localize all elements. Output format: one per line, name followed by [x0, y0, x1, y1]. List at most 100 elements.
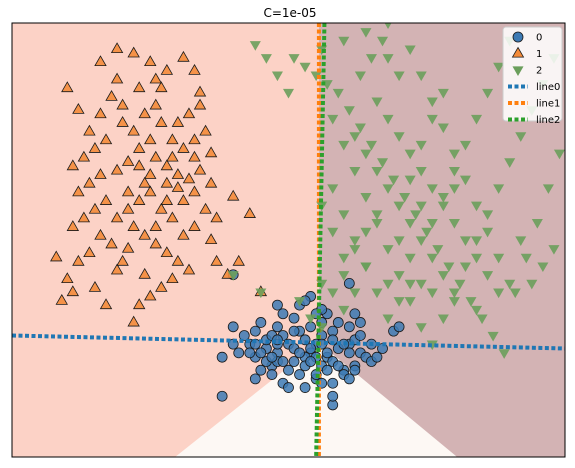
point-series-2	[437, 271, 449, 281]
point-series-2	[260, 54, 272, 64]
point-series-1	[83, 246, 96, 258]
point-series-2	[548, 245, 560, 255]
point-series-1	[166, 133, 179, 145]
point-series-1	[160, 159, 174, 171]
point-series-1	[121, 185, 135, 197]
point-series-0	[244, 347, 256, 359]
legend-marker-2	[512, 66, 524, 76]
point-series-1	[127, 315, 140, 327]
point-series-2	[371, 210, 383, 220]
point-series-1	[199, 202, 212, 214]
point-series-1	[88, 202, 102, 214]
point-series-0	[255, 364, 267, 376]
point-series-2	[349, 245, 361, 255]
point-series-2	[448, 149, 460, 160]
point-series-2	[459, 140, 471, 151]
point-series-2	[437, 314, 449, 325]
point-series-0	[343, 277, 355, 289]
point-series-2	[271, 71, 283, 82]
point-series-1	[188, 220, 201, 231]
point-series-1	[160, 246, 174, 258]
point-series-1	[210, 254, 223, 266]
point-series-2	[432, 245, 444, 255]
point-series-0	[249, 373, 261, 385]
point-series-2	[531, 219, 543, 229]
point-series-2	[471, 253, 483, 264]
point-series-0	[354, 330, 366, 341]
point-series-2	[327, 114, 339, 125]
point-series-0	[288, 312, 300, 324]
point-series-1	[188, 185, 201, 197]
point-series-2	[404, 279, 416, 290]
point-series-2	[487, 331, 499, 342]
point-series-1	[94, 107, 107, 119]
point-series-2	[371, 288, 383, 299]
point-series-1	[160, 63, 174, 75]
point-series-2	[509, 288, 521, 299]
point-series-2	[404, 149, 416, 160]
point-series-1	[144, 55, 157, 67]
point-series-2	[376, 36, 389, 47]
point-series-0	[343, 347, 355, 359]
point-series-2	[360, 227, 372, 238]
point-series-1	[132, 194, 146, 205]
point-series-2	[498, 349, 510, 359]
point-series-1	[177, 142, 190, 153]
point-series-2	[404, 45, 416, 56]
point-series-1	[232, 254, 245, 266]
point-series-1	[110, 72, 124, 84]
point-series-2	[382, 184, 394, 194]
point-series-2	[410, 210, 422, 220]
point-series-1	[204, 233, 218, 244]
point-series-0	[294, 369, 305, 380]
point-series-2	[327, 184, 339, 194]
point-series-1	[144, 168, 157, 179]
point-series-2	[437, 88, 449, 99]
legend-marker-1	[511, 46, 525, 58]
point-series-1	[204, 176, 218, 188]
point-series-2	[448, 166, 460, 177]
point-series-1	[127, 124, 140, 136]
point-series-2	[365, 140, 377, 151]
point-series-0	[255, 317, 267, 328]
point-series-1	[204, 146, 218, 158]
point-series-2	[382, 54, 394, 64]
point-series-1	[72, 254, 85, 266]
legend-label-1: 1	[536, 49, 542, 60]
point-series-2	[415, 71, 427, 82]
point-series-2	[349, 236, 361, 246]
point-series-2	[471, 236, 483, 246]
point-series-1	[177, 228, 190, 240]
boundary-line0	[12, 333, 565, 351]
point-series-0	[294, 347, 305, 359]
region-class-0	[175, 342, 458, 457]
point-series-1	[138, 176, 151, 188]
point-series-2	[448, 219, 460, 229]
point-series-2	[421, 227, 433, 238]
point-series-1	[193, 85, 207, 97]
point-series-0	[272, 321, 283, 333]
point-series-0	[227, 321, 239, 333]
point-series-2	[448, 297, 460, 307]
point-series-1	[99, 194, 113, 205]
point-series-1	[72, 102, 85, 114]
point-series-0	[354, 317, 366, 328]
point-series-2	[504, 279, 516, 290]
point-series-2	[415, 279, 427, 290]
point-series-2	[493, 184, 505, 194]
point-series-1	[127, 220, 140, 231]
point-series-2	[471, 305, 483, 316]
point-series-1	[61, 81, 74, 93]
point-series-2	[459, 175, 471, 186]
point-series-1	[132, 142, 146, 153]
point-series-2	[360, 193, 372, 203]
point-series-1	[105, 237, 118, 249]
point-series-2	[404, 175, 416, 186]
point-series-1	[110, 163, 124, 175]
point-series-2	[454, 279, 466, 290]
point-series-2	[255, 288, 267, 299]
point-series-0	[233, 347, 245, 359]
point-series-2	[338, 140, 350, 151]
point-series-2	[415, 323, 427, 333]
point-series-2	[388, 175, 400, 186]
